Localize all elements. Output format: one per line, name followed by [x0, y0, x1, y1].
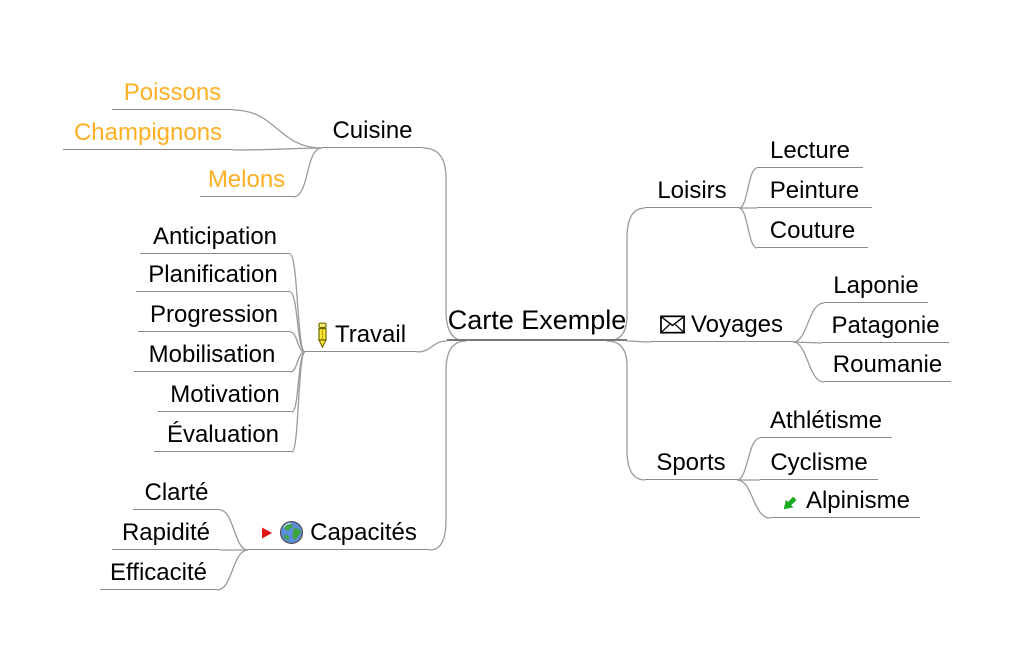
node-label: Planification	[148, 260, 278, 288]
edge-travail-progression	[289, 331, 306, 353]
node-label: Patagonie	[831, 311, 940, 339]
node-couture[interactable]: Couture	[757, 214, 868, 248]
node-label: Cyclisme	[770, 448, 868, 476]
node-label: Clarté	[144, 478, 209, 506]
edge-travail-anticipation	[289, 253, 306, 353]
edge-root-cuisine	[422, 147, 467, 342]
node-voyages[interactable]: Voyages	[650, 308, 793, 342]
node-label: Mobilisation	[148, 340, 276, 368]
node-label: Efficacité	[110, 558, 207, 586]
node-label: Rapidité	[121, 518, 211, 546]
node-label: Sports	[656, 448, 726, 476]
node-label: Roumanie	[832, 350, 943, 378]
node-label: Athlétisme	[769, 406, 883, 434]
node-patagonie[interactable]: Patagonie	[822, 309, 949, 343]
node-lecture[interactable]: Lecture	[757, 134, 863, 168]
edge-loisirs-couture	[738, 207, 758, 249]
node-label: Capacités	[310, 518, 417, 546]
node-cuisine[interactable]: Cuisine	[322, 114, 423, 148]
node-mobilisation[interactable]: Mobilisation	[134, 338, 290, 372]
node-champignons[interactable]: Champignons	[63, 116, 233, 150]
edge-cuisine-poissons	[232, 109, 323, 149]
node-laponie[interactable]: Laponie	[824, 269, 928, 303]
node-label: Lecture	[769, 136, 851, 164]
node-label: Anticipation	[152, 222, 278, 250]
node-progression[interactable]: Progression	[138, 298, 290, 332]
edge-capacites-efficacite	[216, 549, 249, 591]
node-label: Champignons	[73, 118, 223, 146]
node-evaluation[interactable]: Évaluation	[154, 418, 292, 452]
node-label: Couture	[769, 216, 856, 244]
edge-root-loisirs	[606, 207, 646, 342]
node-label: Melons	[207, 165, 286, 193]
edge-root-sports	[606, 340, 646, 481]
link-triangle-icon	[261, 526, 273, 540]
node-travail[interactable]: Travail	[305, 318, 417, 352]
node-roumanie[interactable]: Roumanie	[824, 348, 951, 382]
envelope-icon	[660, 315, 685, 334]
node-label: Progression	[149, 300, 279, 328]
edge-root-voyages	[626, 340, 651, 343]
node-label: Motivation	[170, 380, 280, 408]
node-cyclisme[interactable]: Cyclisme	[760, 446, 878, 480]
node-label: Carte Exemple	[447, 304, 627, 335]
node-anticipation[interactable]: Anticipation	[140, 220, 290, 254]
node-melons[interactable]: Melons	[200, 163, 293, 197]
node-label: Cuisine	[332, 116, 413, 144]
node-sports[interactable]: Sports	[645, 446, 737, 480]
node-poissons[interactable]: Poissons	[112, 76, 233, 110]
node-label: Travail	[334, 320, 407, 348]
node-peinture[interactable]: Peinture	[757, 174, 872, 208]
globe-icon	[279, 520, 304, 545]
edge-travail-evaluation	[291, 351, 306, 453]
edge-voyages-patagonie	[792, 341, 823, 344]
edge-cuisine-melons	[292, 147, 323, 198]
edge-cuisine-champignons	[232, 147, 323, 151]
node-motivation[interactable]: Motivation	[158, 378, 292, 412]
node-alpinisme[interactable]: Alpinisme	[770, 484, 920, 518]
edge-sports-alpinisme	[736, 479, 771, 519]
edge-root-travail	[416, 340, 448, 353]
edge-loisirs-lecture	[738, 167, 758, 209]
node-carte-exemple[interactable]: Carte Exemple	[447, 301, 627, 341]
edge-root-capacites	[429, 340, 467, 551]
node-clarte[interactable]: Clarté	[133, 476, 220, 510]
node-loisirs[interactable]: Loisirs	[645, 174, 739, 208]
green-arrow-icon	[780, 491, 800, 511]
node-rapidite[interactable]: Rapidité	[112, 516, 220, 550]
node-label: Poissons	[123, 78, 222, 106]
node-label: Peinture	[769, 176, 860, 204]
node-capacites[interactable]: Capacités	[248, 516, 430, 550]
node-label: Alpinisme	[805, 486, 911, 514]
edge-travail-planification	[289, 291, 306, 353]
node-label: Laponie	[833, 271, 919, 299]
node-label: Évaluation	[166, 420, 280, 448]
edge-voyages-roumanie	[792, 341, 825, 383]
edge-voyages-laponie	[792, 302, 825, 343]
node-efficacite[interactable]: Efficacité	[100, 556, 217, 590]
edge-sports-athletisme	[736, 437, 761, 481]
pencil-icon	[316, 322, 329, 348]
node-planification[interactable]: Planification	[136, 258, 290, 292]
edge-capacites-clarte	[219, 509, 249, 551]
node-label: Voyages	[690, 310, 784, 338]
node-athletisme[interactable]: Athlétisme	[760, 404, 892, 438]
node-label: Loisirs	[657, 176, 727, 204]
